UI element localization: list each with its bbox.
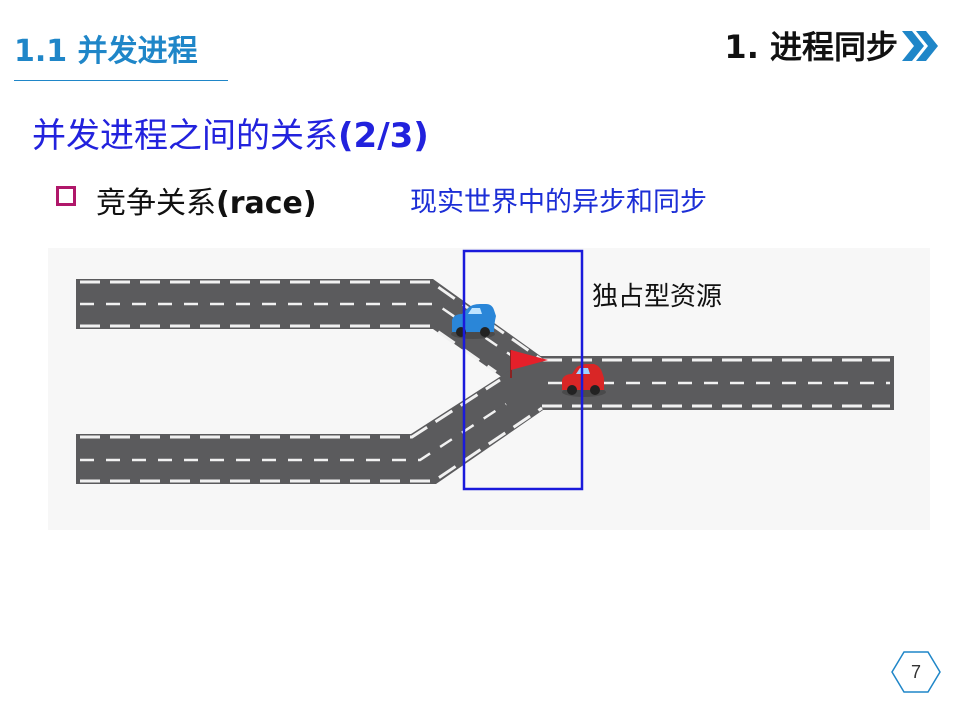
bullet-label: 竞争关系 — [96, 186, 216, 221]
slide-heading-suffix: (2/3) — [338, 116, 429, 156]
section-underline — [14, 80, 228, 81]
chapter-title: 1. 进程同步 — [724, 28, 898, 66]
red-flag-icon — [510, 350, 548, 378]
center-dashes — [80, 302, 890, 462]
checkbox-square-icon — [56, 186, 76, 206]
road-merge-diagram — [48, 248, 930, 530]
side-note: 现实世界中的异步和同步 — [410, 187, 707, 218]
blue-car-icon — [451, 304, 496, 339]
slide-heading-text: 并发进程之间的关系 — [32, 116, 338, 156]
exclusive-resource-label: 独占型资源 — [592, 282, 723, 312]
edge-lines — [80, 280, 890, 483]
bullet-text: 竞争关系(race) — [96, 178, 317, 222]
bullet-suffix: (race) — [216, 186, 317, 221]
page-number: 7 — [910, 662, 921, 682]
section-title: 1.1 并发进程 — [14, 34, 198, 69]
upper-road — [76, 279, 546, 408]
double-chevron-right-icon — [902, 31, 938, 61]
page-badge-icon — [891, 651, 941, 693]
exclusive-resource-box — [462, 249, 584, 491]
slide-heading: 并发进程之间的关系(2/3) — [32, 108, 429, 157]
